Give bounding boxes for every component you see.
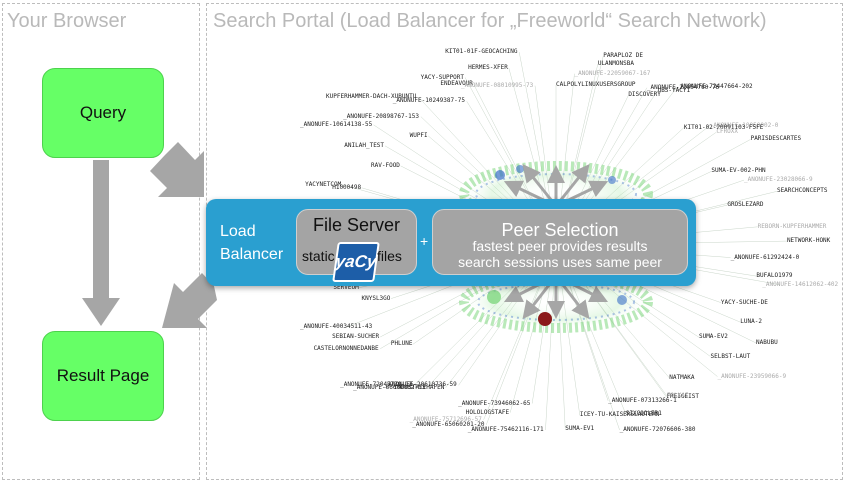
peer-selection-box: Peer Selection fastest peer provides res… (432, 209, 688, 275)
peer-node-label: _ANONUFE-61292424-0 (730, 253, 800, 261)
peer-node-label: _ANONUFE-23028066-9 (743, 176, 813, 184)
peer-node-label: NETWORK-HONK (786, 237, 831, 245)
peer-dot (617, 295, 627, 305)
peer-node-label: YACY-SUCHE-DE (720, 298, 768, 306)
peer-node-label: _ANONUFE-08010995-73 (460, 81, 534, 89)
peer-node-label: SEBIAN-SUCHER (332, 333, 380, 340)
peer-node-label: NATMAKA (669, 373, 695, 381)
peer-node-label: BUFALO1979 (756, 272, 793, 280)
peer-node-label: DISCOVERY (628, 91, 661, 99)
peer-node-label: KUPFERHAMMER-DACH-XUBUNTU (326, 93, 417, 101)
peer-node-label: _ANONUFE-22059067-167 (574, 69, 651, 77)
peer-node-label: ENDEAVOUR (440, 80, 473, 88)
peer-node-label: _ANONUFE-20898767-153 (343, 112, 419, 120)
peer-node-label: _ANONUFE-20610736-59 (384, 381, 457, 389)
peer-node-label: HOLOLOGSTAFE (465, 408, 510, 416)
result-page-box: Result Page (42, 331, 164, 421)
peer-node-label: KNYSL3GO (361, 294, 391, 302)
load-balancer-label-line2: Balancer (220, 246, 284, 263)
peer-node-label: GROSLEZARD (727, 201, 764, 209)
peer-node-label: _ANONUFE-72045739-13 (340, 381, 413, 389)
yacy-logo: yaCy (332, 242, 380, 282)
peer-node-label: SEARCHCONCEPTS (776, 187, 828, 195)
peer-node-label: PARISDESCARTES (750, 135, 802, 143)
file-server-box: File Server static yaCy files (296, 209, 417, 282)
peer-node-label: YACYNETCOM (305, 180, 342, 188)
selected-peer-dot (538, 312, 552, 326)
query-label: Query (79, 103, 127, 122)
peer-node-label: _ANONUFE-23959066-9 (717, 372, 787, 380)
file-server-static: static (302, 248, 335, 264)
result-page-label: Result Page (56, 366, 150, 385)
peer-node-label: _ANONUFE-72447664-202 (676, 83, 753, 91)
peer-node-label: HERMES-XFER (468, 63, 508, 71)
peer-node-label: _ANONUFE-66600062-03 (353, 383, 426, 391)
peer-node-label: UBS-YACY1 (657, 86, 691, 94)
peer-node-label: _ANONUFE-65060201-20 (412, 420, 485, 428)
peer-node-label: PHLUNE (390, 340, 413, 348)
load-balancer-box: Load Balancer File Server static yaCy fi… (206, 199, 696, 286)
peer-node-label: _ANONUFE-72076606-380 (619, 426, 696, 433)
peer-node-label: SUMA-EV-002-PHN (711, 167, 766, 175)
browser-panel-title: Your Browser (7, 10, 127, 32)
load-balancer-label-line1: Load (220, 223, 256, 240)
peer-node-label: ICEY-TU-KAISERSLAUTERN (579, 411, 660, 419)
peer-dot (516, 165, 524, 173)
peer-node-label: CASTELORNONNEDANBE (313, 344, 379, 352)
peer-node-label: SERVEUM (333, 283, 359, 291)
peer-node-label: KIT01-01F-GEOCACHING (445, 48, 518, 56)
peer-node-label: RAV-FOOD (371, 161, 400, 169)
peer-node-label: SUMA-EV2 (698, 333, 728, 341)
peer-dot (487, 290, 501, 304)
peer-dot (495, 170, 505, 180)
peer-node-label: _ANONUFE-10249387-75 (392, 97, 465, 105)
peer-node-label: KIT01-02-20091103-F5FE (683, 123, 764, 131)
browser-flow-arrows (82, 142, 217, 328)
peer-dot (608, 176, 616, 184)
query-box: Query (42, 68, 164, 158)
peer-node-label: FREIGEIST (666, 393, 699, 401)
peer-node-label: INDUSTRIEHAFEN (393, 383, 445, 391)
peer-node-label: CFROXX (716, 128, 739, 136)
peer-node-label: REBORN-KUPFERHAMMER (757, 222, 827, 230)
file-server-files: files (377, 248, 402, 264)
plus-sign: + (420, 233, 429, 249)
peer-node-label: SIXCOOLER1 (625, 409, 662, 417)
peer-node-label: NABUBU (756, 339, 778, 346)
portal-panel-title: Search Portal (Load Balancer for „Freewo… (213, 10, 767, 32)
peer-node-label: _ANONUFE-75462116-171 (467, 426, 544, 433)
peer-node-label: YACY-SUPPORT (420, 73, 465, 81)
peer-node-label: LUNA-2 (740, 318, 762, 326)
peer-selection-line1: fastest peer provides results (472, 238, 648, 254)
file-server-title: File Server (312, 215, 401, 235)
peer-node-label: FOLKAI (666, 391, 689, 399)
peer-node-label: _ANONUFE-07313266-1 (608, 396, 677, 404)
peer-node-label: SELBST-LAUT (710, 352, 751, 360)
peer-node-label: WUPFI (409, 131, 428, 139)
peer-node-label: PARAPLOZ DE (603, 52, 643, 60)
browser-panel (2, 3, 200, 480)
peer-ring-bottom-inner (477, 283, 635, 321)
peer-node-label: CALPOLYLINUXUSERSGROUP (556, 81, 636, 88)
peer-node-label: _ANONUFE-22054760-76 (646, 83, 720, 91)
peer-node-label: SUMA-EV1 (565, 424, 595, 432)
peer-selection-line2: search sessions uses same peer (458, 254, 662, 270)
peer-node-label: _ANONUFE-73946062-65 (458, 399, 531, 407)
peer-selection-title: Peer Selection (501, 220, 619, 240)
peer-node-label: H1000498 (332, 183, 362, 191)
peer-node-label: _ANONUFE-40034511-43 (300, 323, 373, 331)
peer-node-label: _ANONUFE-14612062-402 (762, 280, 839, 288)
peer-node-label: _ANONUFE-10050002-0 (709, 121, 779, 129)
peer-node-label: _ANONUFE-75712696-57 (409, 415, 482, 423)
peer-node-label: _ANONUFE-10614138-55 (300, 120, 373, 128)
peer-node-label: ULANMONSBA (597, 60, 634, 68)
peer-node-label: ANILAH_TEST (344, 141, 385, 149)
